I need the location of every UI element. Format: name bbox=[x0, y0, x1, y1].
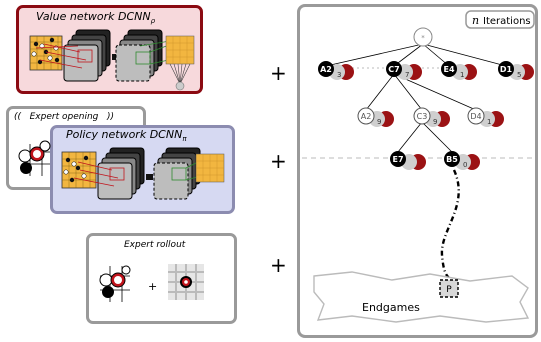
svg-text:B5: B5 bbox=[446, 155, 458, 164]
rollout-plus-sign: + bbox=[148, 280, 157, 293]
value-conv-stack-1 bbox=[63, 29, 111, 82]
tree-node-d1: D1 5 bbox=[498, 61, 534, 80]
svg-text:D4: D4 bbox=[470, 112, 481, 121]
svg-text:3: 3 bbox=[337, 71, 341, 79]
opening-board bbox=[18, 140, 51, 176]
svg-text:E4: E4 bbox=[443, 65, 454, 74]
svg-text:0: 0 bbox=[463, 161, 467, 169]
expert-opening-label: (( Expert opening )) bbox=[14, 112, 114, 122]
tree-node-c7: C7 7 bbox=[386, 61, 422, 80]
value-network-title: Value network DCNNρ bbox=[36, 10, 156, 26]
svg-text:9: 9 bbox=[433, 118, 437, 126]
iterations-label: Iterations bbox=[483, 16, 531, 27]
rollout-path bbox=[440, 169, 460, 281]
value-board-input bbox=[29, 35, 63, 71]
svg-text:*: * bbox=[421, 34, 425, 42]
svg-text:P: P bbox=[446, 285, 452, 295]
svg-text:1: 1 bbox=[460, 71, 464, 79]
expert-rollout-panel bbox=[86, 233, 237, 324]
tree-node-a2-level2: A2 9 bbox=[357, 107, 394, 127]
iterations-box bbox=[465, 10, 535, 29]
tree-node-d4: D4 1 bbox=[467, 107, 504, 127]
policy-conv-stack-1 bbox=[97, 147, 145, 200]
value-red-connections bbox=[35, 43, 93, 69]
terminal-leaf-node: P bbox=[439, 279, 459, 298]
tree-root-node: * bbox=[413, 27, 433, 47]
svg-text:C3: C3 bbox=[417, 112, 428, 121]
tree-node-e4: E4 1 bbox=[441, 61, 477, 80]
rollout-board-left bbox=[99, 265, 131, 302]
svg-text:5: 5 bbox=[517, 71, 521, 79]
value-conv-stack-2 bbox=[115, 29, 163, 82]
tree-node-e7: E7 bbox=[390, 151, 426, 170]
svg-text:7: 7 bbox=[405, 71, 409, 79]
plus-sign-rollout: + bbox=[270, 253, 287, 277]
tree-node-a2: A2 3 bbox=[318, 61, 354, 80]
policy-network-title: Policy network DCNNπ bbox=[66, 128, 187, 144]
tree-node-c3: C3 9 bbox=[413, 107, 450, 127]
svg-text:C7: C7 bbox=[388, 65, 399, 74]
plus-sign-policy: + bbox=[270, 149, 287, 173]
tree-edges bbox=[325, 43, 507, 153]
svg-text:D1: D1 bbox=[500, 65, 513, 74]
svg-text:1: 1 bbox=[487, 118, 491, 126]
tree-node-b5: B5 0 bbox=[444, 151, 480, 170]
svg-text:9: 9 bbox=[377, 118, 381, 126]
rollout-board-right bbox=[168, 264, 204, 300]
svg-text:E7: E7 bbox=[392, 155, 403, 164]
plus-sign-value: + bbox=[270, 61, 287, 85]
expert-rollout-label: Expert rollout bbox=[124, 240, 186, 250]
policy-output-grid bbox=[195, 153, 225, 183]
endgames-label: Endgames bbox=[362, 301, 420, 314]
iterations-symbol: n bbox=[472, 14, 479, 27]
svg-text:A2: A2 bbox=[361, 112, 372, 121]
policy-pool-block bbox=[146, 174, 153, 180]
value-output-grid bbox=[165, 35, 195, 91]
policy-board-input bbox=[61, 151, 97, 189]
policy-conv-stack-2 bbox=[153, 147, 201, 200]
policy-red-connections bbox=[73, 161, 125, 187]
endgames-region bbox=[313, 271, 530, 323]
svg-text:A2: A2 bbox=[320, 65, 332, 74]
